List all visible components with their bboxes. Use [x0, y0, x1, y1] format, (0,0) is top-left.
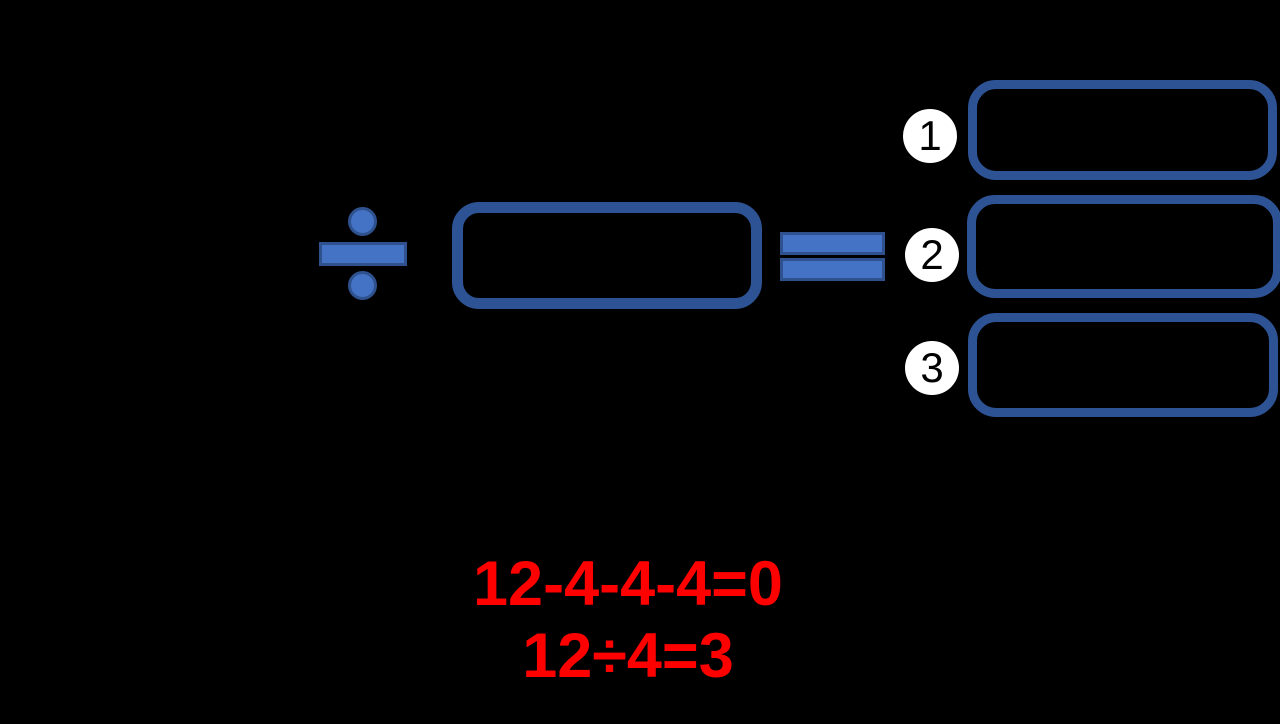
option-2-number-badge: 2 [905, 228, 959, 282]
division-bar [319, 242, 407, 266]
division-dot-top [348, 207, 377, 236]
option-1-number-badge: 1 [903, 109, 957, 163]
option-3-answer-box[interactable] [968, 313, 1278, 417]
equals-bar-top [780, 232, 885, 255]
working-line-1: 12-4-4-4=0 [473, 549, 783, 619]
equals-bar-bottom [780, 258, 885, 281]
working-line-2: 12÷4=3 [522, 621, 734, 691]
working-annotation: 12-4-4-4=0 12÷4=3 [0, 548, 1256, 692]
equation-blank-box[interactable] [452, 202, 762, 309]
option-1-answer-box[interactable] [968, 80, 1277, 180]
option-2-answer-box[interactable] [967, 195, 1280, 298]
division-dot-bottom [348, 271, 377, 300]
option-3-number-badge: 3 [905, 341, 959, 395]
